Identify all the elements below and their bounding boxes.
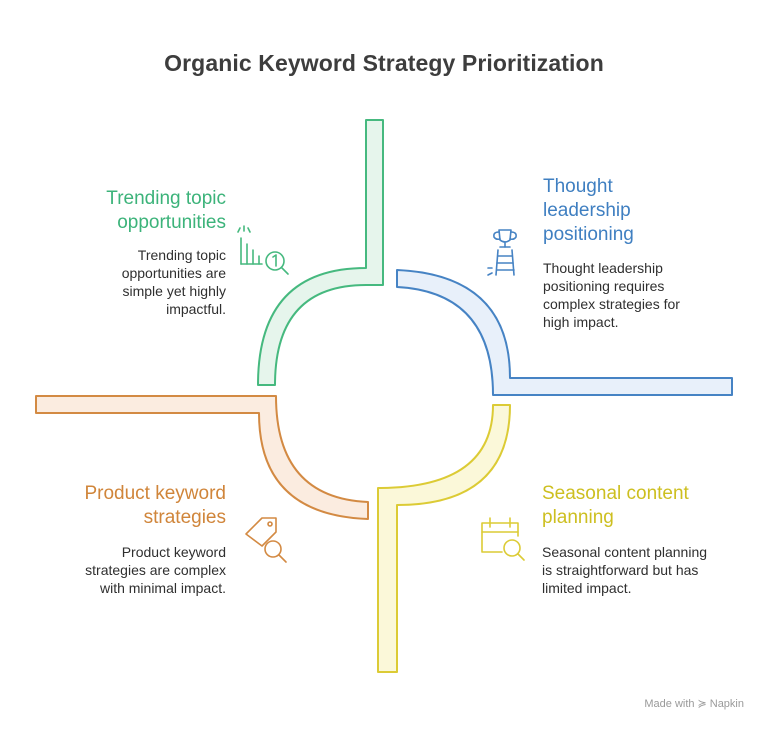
napkin-logo-icon: ≽ <box>697 698 707 710</box>
page-title: Organic Keyword Strategy Prioritization <box>164 50 604 76</box>
segment-top-left <box>257 119 384 386</box>
chart-magnifier-icon <box>237 225 289 275</box>
quadrant-desc-thought-leadership: Thought leadership positioning requires … <box>543 260 680 330</box>
trophy-ladder-icon <box>487 229 517 276</box>
napkin-watermark: Made with≽Napkin <box>644 697 744 710</box>
quadrant-desc-product-keyword: Product keyword strategies are complex w… <box>85 544 226 596</box>
quadrant-title-trending: Trending topic opportunities <box>106 188 226 233</box>
calendar-search-icon <box>481 517 525 561</box>
quadrant-title-thought-leadership: Thought leadership positioning <box>543 176 634 245</box>
quadrant-title-seasonal: Seasonal content planning <box>542 483 689 528</box>
segment-bottom-left <box>35 395 369 520</box>
segment-bottom-right <box>377 404 511 673</box>
tag-search-icon <box>245 517 287 563</box>
napkin-brand-label: Napkin <box>709 698 744 710</box>
quadrant-desc-trending: Trending topic opportunities are simple … <box>121 247 226 317</box>
segment-top-right <box>396 269 733 396</box>
quadrant-desc-seasonal: Seasonal content planning is straightfor… <box>542 544 708 596</box>
made-with-label: Made with <box>644 698 695 710</box>
quadrant-title-product-keyword: Product keyword strategies <box>84 483 226 528</box>
